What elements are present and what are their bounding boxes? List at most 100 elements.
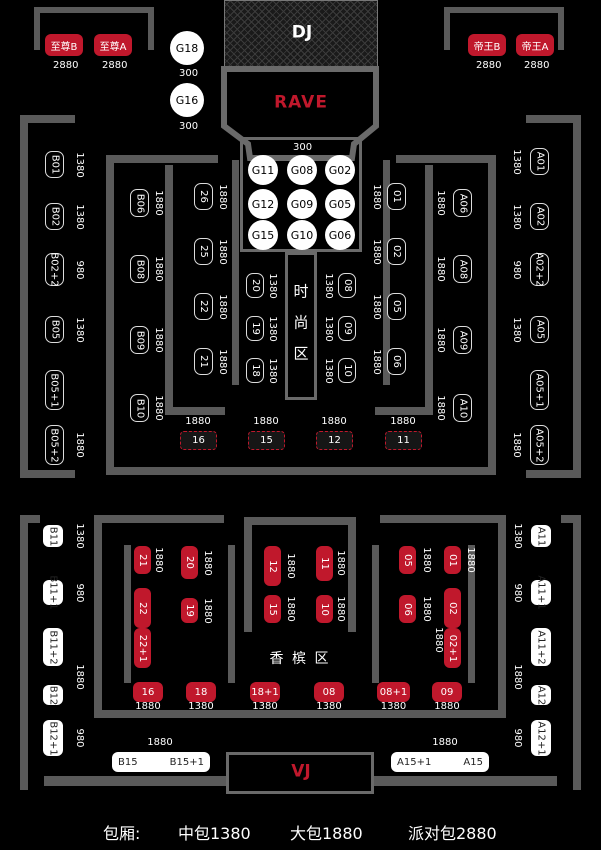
table-lower-red-8[interactable]: 10 xyxy=(316,595,333,623)
table-upper-right-wall-3[interactable]: A05 xyxy=(530,316,549,343)
table-lower-right-wall-1[interactable]: A11+1 xyxy=(531,575,551,610)
table-upper-right-mid-0[interactable]: 01 xyxy=(387,183,406,210)
table-b15-1[interactable]: B15+1 xyxy=(169,756,204,768)
table-lower-row-5[interactable]: 09 xyxy=(432,682,462,702)
price-lower-red-1: 1880 xyxy=(202,550,213,576)
table-upper-right-wall-1[interactable]: A02 xyxy=(530,203,549,230)
table-lower-left-wall-0[interactable]: B11 xyxy=(43,525,63,547)
table-upper-right-wall-2[interactable]: A02+2 xyxy=(530,252,549,287)
table-upper-right-mid-3[interactable]: 06 xyxy=(387,348,406,375)
table-upper-right-mid-2[interactable]: 05 xyxy=(387,293,406,320)
table-lower-right-wall-0[interactable]: A11 xyxy=(531,525,551,547)
table-a15[interactable]: A15 xyxy=(463,756,483,768)
table-lower-row-4[interactable]: 08+1 xyxy=(377,682,410,702)
table-upper-left-mid-3[interactable]: 21 xyxy=(194,348,213,375)
table-upper-bottom-1[interactable]: 15 xyxy=(248,431,285,450)
table-lower-red-12[interactable]: 02 xyxy=(444,588,461,628)
table-vip-diwang-a[interactable]: 帝王A xyxy=(516,34,554,56)
table-lower-left-wall-3[interactable]: B12 xyxy=(43,685,63,705)
table-lower-red-6[interactable]: 11 xyxy=(316,546,333,581)
table-lower-right-wall-4[interactable]: A12+1 xyxy=(531,720,551,756)
table-upper-left-wall-4[interactable]: B05+1 xyxy=(45,370,64,410)
table-lower-red-10-label: 01 xyxy=(446,553,458,567)
table-lower-red-11[interactable]: 06 xyxy=(399,595,416,623)
fashion-zone-char-3: 区 xyxy=(293,344,309,363)
table-upper-right-wall-5[interactable]: A05+2 xyxy=(530,425,549,465)
table-g06[interactable]: G06 xyxy=(325,220,355,250)
table-upper-bottom-2[interactable]: 12 xyxy=(316,431,353,450)
table-fashion-right-2[interactable]: 10 xyxy=(338,358,356,383)
table-lower-row-2[interactable]: 18+1 xyxy=(250,682,280,702)
table-lower-red-4-label: 19 xyxy=(183,604,195,617)
table-g09[interactable]: G09 xyxy=(287,189,317,219)
table-upper-left-mid-0[interactable]: 26 xyxy=(194,183,213,210)
table-lower-red-4[interactable]: 19 xyxy=(181,598,198,623)
table-vip-zhizun-b[interactable]: 至尊B xyxy=(45,34,83,56)
table-b15[interactable]: B15 xyxy=(118,756,138,768)
table-upper-left-wall-2[interactable]: B02+2 xyxy=(45,252,64,287)
table-lower-red-10[interactable]: 01 xyxy=(444,546,461,574)
table-upper-left-mid-1[interactable]: 25 xyxy=(194,238,213,265)
table-g12[interactable]: G12 xyxy=(248,189,278,219)
table-upper-left-mid-2[interactable]: 22 xyxy=(194,293,213,320)
table-upper-left-wall-3[interactable]: B05 xyxy=(45,316,64,343)
table-upper-left-wall-1[interactable]: B02 xyxy=(45,203,64,230)
table-a15-group[interactable]: A15+1 A15 xyxy=(391,752,489,772)
table-g15[interactable]: G15 xyxy=(248,220,278,250)
table-lower-red-13[interactable]: 02+1 xyxy=(444,628,461,668)
table-a15-1[interactable]: A15+1 xyxy=(397,756,432,768)
table-g18[interactable]: G18 xyxy=(170,31,204,65)
table-lower-red-3[interactable]: 22+1 xyxy=(134,628,151,668)
table-lower-row-1[interactable]: 18 xyxy=(186,682,216,702)
table-upper-left-inner-3[interactable]: B10 xyxy=(130,394,149,422)
table-lower-red-1[interactable]: 20 xyxy=(181,546,198,579)
table-fashion-left-0[interactable]: 20 xyxy=(246,273,264,298)
table-upper-right-wall-4[interactable]: A05+1 xyxy=(530,370,549,410)
table-lower-red-2[interactable]: 22 xyxy=(134,588,151,628)
table-vip-diwang-b[interactable]: 帝王B xyxy=(468,34,506,56)
table-lower-row-2-label: 18+1 xyxy=(251,686,279,698)
table-fashion-left-1[interactable]: 19 xyxy=(246,316,264,341)
price-lower-red-11: 1880 xyxy=(421,596,432,622)
table-lower-row-3-label: 08 xyxy=(322,686,336,698)
table-upper-right-inner-3[interactable]: A10 xyxy=(453,394,472,422)
table-lower-red-5[interactable]: 12 xyxy=(264,546,281,586)
table-fashion-right-1[interactable]: 09 xyxy=(338,316,356,341)
table-g11[interactable]: G11 xyxy=(248,155,278,185)
table-upper-bottom-0[interactable]: 16 xyxy=(180,431,217,450)
table-lower-left-wall-4[interactable]: B12+1 xyxy=(43,720,63,756)
table-vip-zhizun-a[interactable]: 至尊A xyxy=(94,34,132,56)
table-lower-red-6-label: 11 xyxy=(318,557,330,570)
table-lower-left-wall-2[interactable]: B11+2 xyxy=(43,628,63,666)
table-b15-group[interactable]: B15 B15+1 xyxy=(112,752,210,772)
table-lower-row-3[interactable]: 08 xyxy=(314,682,344,702)
table-upper-left-inner-1[interactable]: B08 xyxy=(130,255,149,283)
table-upper-right-inner-1[interactable]: A08 xyxy=(453,255,472,283)
table-upper-bottom-3[interactable]: 11 xyxy=(385,431,422,450)
table-lower-right-wall-3-label: A12 xyxy=(535,685,547,705)
table-g02[interactable]: G02 xyxy=(325,155,355,185)
table-upper-left-inner-2[interactable]: B09 xyxy=(130,326,149,354)
table-lower-red-0[interactable]: 21 xyxy=(134,546,151,574)
table-upper-left-inner-0[interactable]: B06 xyxy=(130,189,149,217)
table-lower-right-wall-3[interactable]: A12 xyxy=(531,685,551,705)
table-upper-right-wall-0[interactable]: A01 xyxy=(530,148,549,175)
table-upper-left-wall-5[interactable]: B05+2 xyxy=(45,425,64,465)
table-g05[interactable]: G05 xyxy=(325,189,355,219)
table-upper-right-inner-2[interactable]: A09 xyxy=(453,326,472,354)
table-g08[interactable]: G08 xyxy=(287,155,317,185)
table-lower-red-9[interactable]: 05 xyxy=(399,546,416,574)
table-lower-row-0[interactable]: 16 xyxy=(133,682,163,702)
table-lower-left-wall-1[interactable]: B11+1 xyxy=(43,575,63,610)
table-upper-left-wall-0[interactable]: B01 xyxy=(45,151,64,178)
table-g10[interactable]: G10 xyxy=(287,220,317,250)
table-fashion-right-0-label: 08 xyxy=(341,279,353,292)
table-upper-right-inner-0[interactable]: A06 xyxy=(453,189,472,217)
price-fashion-left-0: 1380 xyxy=(267,272,278,299)
table-fashion-right-0[interactable]: 08 xyxy=(338,273,356,298)
table-upper-right-mid-1[interactable]: 02 xyxy=(387,238,406,265)
table-lower-red-7[interactable]: 15 xyxy=(264,595,281,623)
table-lower-right-wall-2[interactable]: A11+2 xyxy=(531,628,551,666)
table-fashion-left-2[interactable]: 18 xyxy=(246,358,264,383)
table-g16[interactable]: G16 xyxy=(170,83,204,117)
